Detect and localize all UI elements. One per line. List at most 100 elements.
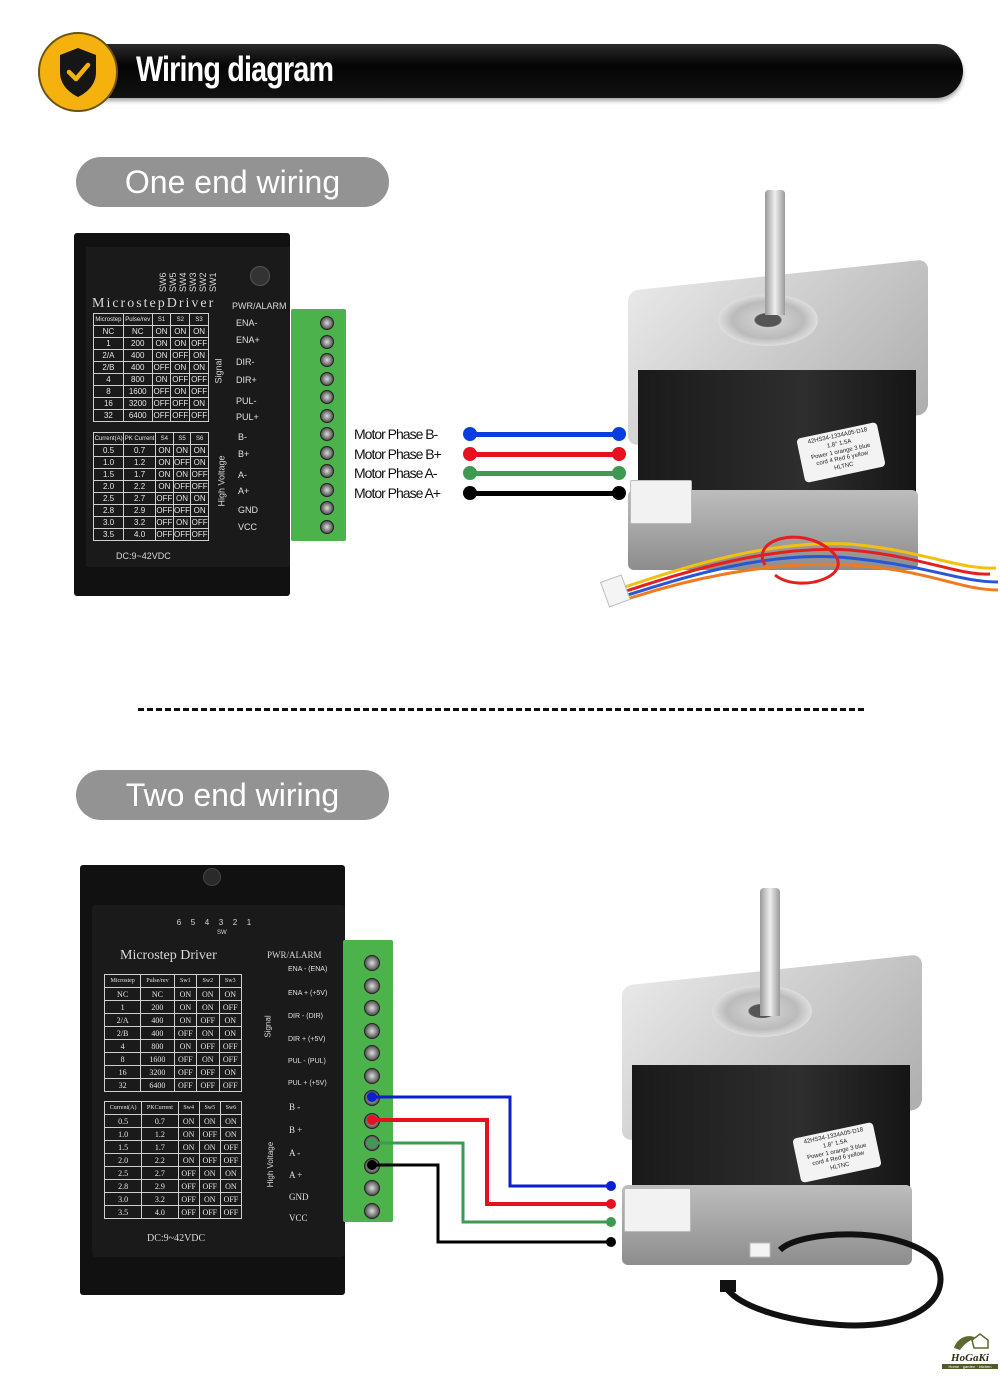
- terminal-block: [291, 309, 346, 541]
- wire-endpoint: [367, 1115, 377, 1125]
- wire-endpoint: [612, 427, 626, 441]
- hv-pin-label: B -: [289, 1102, 301, 1112]
- section-divider: [138, 708, 864, 711]
- terminal-screw: [320, 501, 334, 515]
- motor-cable: [720, 1231, 944, 1329]
- table-cell: 16: [93, 397, 124, 410]
- hv-pin-label: A-: [238, 470, 247, 480]
- hv-pin-label: B +: [289, 1125, 303, 1135]
- terminal-screw: [320, 445, 334, 460]
- table-cell: OFF: [177, 1205, 200, 1219]
- shield-check-icon: [60, 48, 96, 97]
- brand-name: HoGaKi: [951, 1352, 989, 1364]
- table-header-cell: Pulse/rev: [122, 313, 153, 326]
- wire-label: Motor Phase A+: [354, 484, 441, 501]
- terminal-screw: [364, 1067, 380, 1084]
- table-cell: ON: [196, 1026, 220, 1040]
- header-badge: [38, 32, 118, 112]
- hv-pin-label: A+: [238, 486, 250, 496]
- dip-switch-number: 5: [190, 918, 196, 927]
- signal-pin-label: ENA + (+5V): [288, 990, 328, 997]
- wire-path: [372, 1118, 611, 1206]
- table-cell: OFF: [196, 1078, 220, 1092]
- signal-pin-label: PUL+: [236, 412, 259, 422]
- wire-path: [372, 1095, 611, 1188]
- driver-model-name: Microstep Driver: [120, 948, 217, 963]
- wire-endpoint: [463, 485, 477, 500]
- wire-endpoint: [606, 1217, 616, 1227]
- wire-endpoint: [463, 427, 477, 441]
- wire-endpoint: [463, 446, 477, 461]
- terminal-screw: [320, 371, 334, 386]
- table-header-cell: S3: [189, 313, 209, 326]
- hv-pin-label: GND: [289, 1192, 309, 1202]
- signal-pin-label: DIR-: [236, 357, 255, 367]
- hv-pin-label: VCC: [238, 522, 258, 532]
- wire-line: [470, 451, 620, 457]
- table-cell: 32: [93, 409, 124, 422]
- terminal-screw: [320, 482, 334, 497]
- terminal-screw: [320, 519, 334, 534]
- table-cell: OFF: [189, 337, 209, 350]
- hv-pin-label: B-: [238, 432, 247, 442]
- table-cell: ON: [196, 1052, 220, 1066]
- wire-endpoint: [606, 1237, 616, 1247]
- terminal-screw: [364, 977, 380, 994]
- wire-label: Motor Phase B-: [354, 426, 438, 442]
- driver-model-name: MicrostepDriver: [92, 296, 216, 311]
- signal-pin-label: ENA-: [236, 318, 258, 328]
- terminal-screw: [364, 1045, 380, 1061]
- pwr-alarm-label: PWR/ALARM: [232, 301, 287, 311]
- hv-pin-label: VCC: [289, 1213, 308, 1223]
- table-cell: 6400: [140, 1078, 175, 1092]
- section-title-two-end: Two end wiring: [76, 770, 389, 820]
- wire-line: [470, 490, 620, 496]
- dip-switch-number: 4: [204, 918, 210, 927]
- signal-pin-label: DIR - (DIR): [288, 1013, 323, 1020]
- dip-switch-number: 1: [246, 918, 252, 927]
- table-cell: OFF: [172, 528, 192, 541]
- wire-endpoint: [612, 446, 626, 461]
- signal-pin-label: DIR+: [236, 375, 257, 385]
- pwr-alarm-label: PWR/ALARM: [267, 950, 322, 960]
- terminal-screw: [364, 955, 380, 971]
- wire-endpoint: [463, 466, 477, 480]
- hv-pin-label: A +: [289, 1170, 303, 1180]
- terminal-screw: [320, 427, 334, 441]
- hv-pin-label: B+: [238, 449, 250, 459]
- terminal-screw: [364, 1180, 380, 1196]
- table-cell: 4.0: [123, 528, 157, 541]
- mounting-screw: [203, 868, 221, 886]
- hv-pin-label: A -: [289, 1148, 301, 1158]
- brand-tagline: Home · garden · kitchen: [942, 1364, 998, 1369]
- wire-endpoint: [606, 1199, 616, 1209]
- wire-endpoint: [367, 1138, 377, 1148]
- wire-endpoint: [612, 466, 626, 480]
- dip-switch-number: 3: [218, 918, 224, 927]
- table-cell: OFF: [218, 1078, 242, 1092]
- table-cell: OFF: [218, 1000, 242, 1014]
- table-cell: OFF: [189, 409, 209, 422]
- table-cell: OFF: [219, 1205, 243, 1219]
- signal-pin-label: ENA - (ENA): [288, 966, 328, 973]
